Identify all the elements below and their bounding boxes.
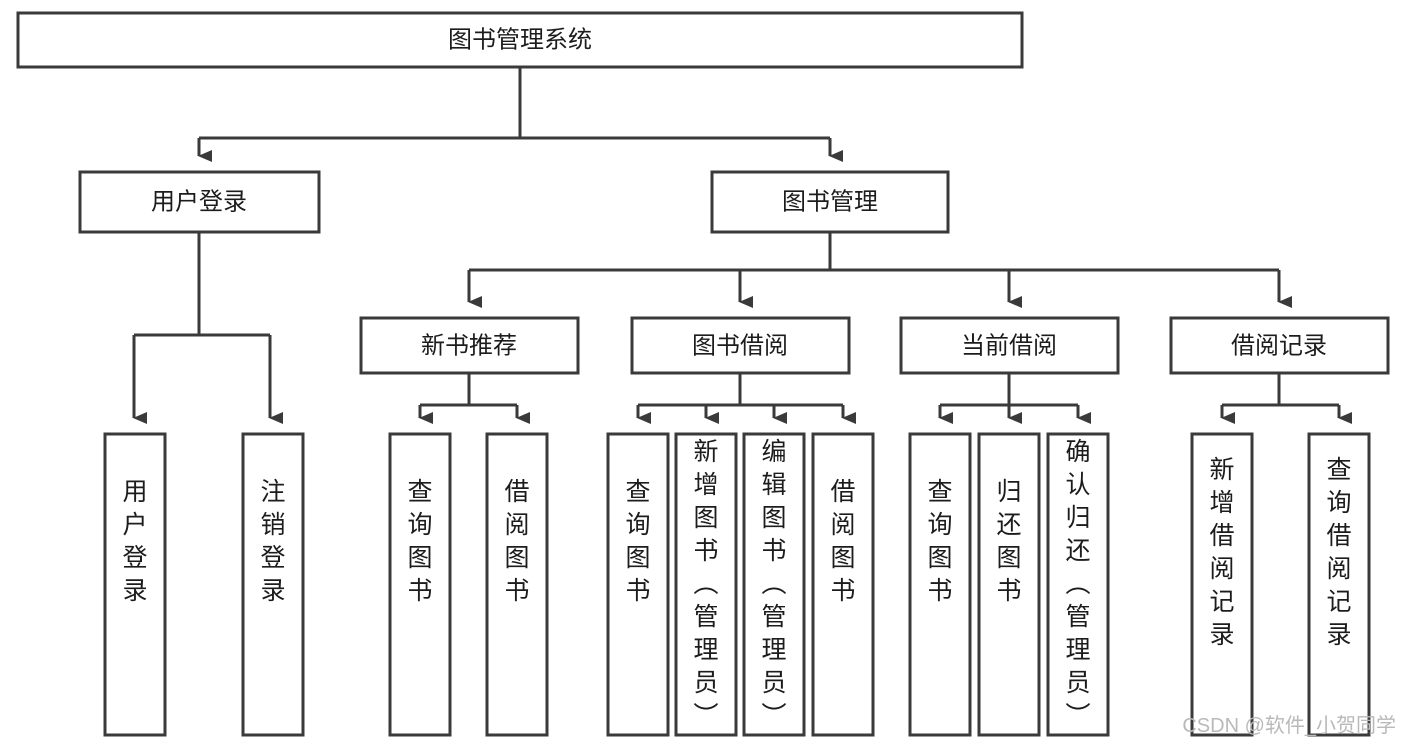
node-borrow-record[interactable]: 借阅记录 (1169, 316, 1390, 375)
node-book-borrow[interactable]: 图书借阅 (630, 316, 851, 375)
leaf-node-label: 查询图书 (407, 478, 432, 605)
leaf-node[interactable]: 用户登录 (103, 432, 167, 737)
leaf-node-label: 归还图书 (996, 478, 1021, 605)
leaf-node-label: 确认归还︵管理员︶ (1065, 438, 1090, 730)
leaf-node[interactable]: 归还图书 (977, 432, 1041, 737)
leaf-node[interactable]: 借阅图书 (811, 432, 875, 737)
node-book-manage-box[interactable] (710, 170, 950, 234)
leaf-node-box[interactable] (977, 432, 1041, 737)
node-book-manage[interactable]: 图书管理 (710, 170, 950, 234)
node-current-borrow[interactable]: 当前借阅 (899, 316, 1120, 375)
node-book-borrow-label: 图书借阅 (692, 332, 788, 359)
node-user-login-box[interactable] (78, 170, 321, 234)
leaf-node-box[interactable] (742, 432, 806, 737)
leaf-node[interactable]: 查询图书 (388, 432, 452, 737)
node-borrow-record-box[interactable] (1169, 316, 1390, 375)
leaf-nodes-layer: 用户登录 注销登录 查询图书 借阅图书 查询图书 新增图书︵管理员︶ 编辑图书︵… (103, 432, 1371, 737)
leaf-node-box[interactable] (388, 432, 452, 737)
node-current-borrow-box[interactable] (899, 316, 1120, 375)
leaf-node[interactable]: 注销登录 (241, 432, 305, 737)
connector-layer (132, 67, 1352, 424)
leaf-node-box[interactable] (241, 432, 305, 737)
leaf-node-box[interactable] (1307, 432, 1371, 737)
leaf-node-box[interactable] (1046, 432, 1110, 737)
leaf-node-label: 注销登录 (260, 478, 285, 605)
leaf-node-label: 借阅图书 (504, 478, 529, 605)
leaf-node[interactable]: 查询借阅记录 (1307, 432, 1371, 737)
leaf-node-label: 查询图书 (927, 478, 952, 605)
leaf-node-box[interactable] (485, 432, 549, 737)
leaf-node-box[interactable] (908, 432, 972, 737)
node-root-label: 图书管理系统 (448, 26, 592, 53)
leaf-node-box[interactable] (606, 432, 670, 737)
leaf-node[interactable]: 新增借阅记录 (1190, 432, 1254, 737)
leaf-node-box[interactable] (1190, 432, 1254, 737)
node-new-book-recommend[interactable]: 新书推荐 (359, 316, 580, 375)
watermark-text: CSDN @软件_小贺同学 (1182, 714, 1396, 737)
leaf-node-box[interactable] (674, 432, 738, 737)
node-book-manage-label: 图书管理 (782, 188, 878, 215)
leaf-node-label: 用户登录 (122, 478, 147, 605)
node-current-borrow-label: 当前借阅 (961, 332, 1057, 359)
node-user-login[interactable]: 用户登录 (78, 170, 321, 234)
leaf-node-label: 借阅图书 (830, 478, 855, 605)
node-book-borrow-box[interactable] (630, 316, 851, 375)
leaf-node[interactable]: 确认归还︵管理员︶ (1046, 432, 1110, 737)
leaf-node[interactable]: 借阅图书 (485, 432, 549, 737)
leaf-node-label: 新增图书︵管理员︶ (693, 438, 718, 730)
leaf-node-label: 查询图书 (625, 478, 650, 605)
leaf-node-box[interactable] (103, 432, 167, 737)
node-new-book-recommend-label: 新书推荐 (421, 332, 517, 359)
leaf-node[interactable]: 查询图书 (908, 432, 972, 737)
node-root[interactable]: 图书管理系统 (16, 11, 1024, 69)
node-borrow-record-label: 借阅记录 (1231, 332, 1327, 359)
leaf-node-box[interactable] (811, 432, 875, 737)
leaf-node[interactable]: 新增图书︵管理员︶ (674, 432, 738, 737)
leaf-node-label: 新增借阅记录 (1209, 456, 1234, 649)
leaf-node-label: 编辑图书︵管理员︶ (761, 438, 786, 730)
node-user-login-label: 用户登录 (151, 188, 247, 215)
leaf-node[interactable]: 查询图书 (606, 432, 670, 737)
leaf-node[interactable]: 编辑图书︵管理员︶ (742, 432, 806, 737)
node-new-book-recommend-box[interactable] (359, 316, 580, 375)
node-root-box[interactable] (16, 11, 1024, 69)
leaf-node-label: 查询借阅记录 (1326, 456, 1351, 649)
